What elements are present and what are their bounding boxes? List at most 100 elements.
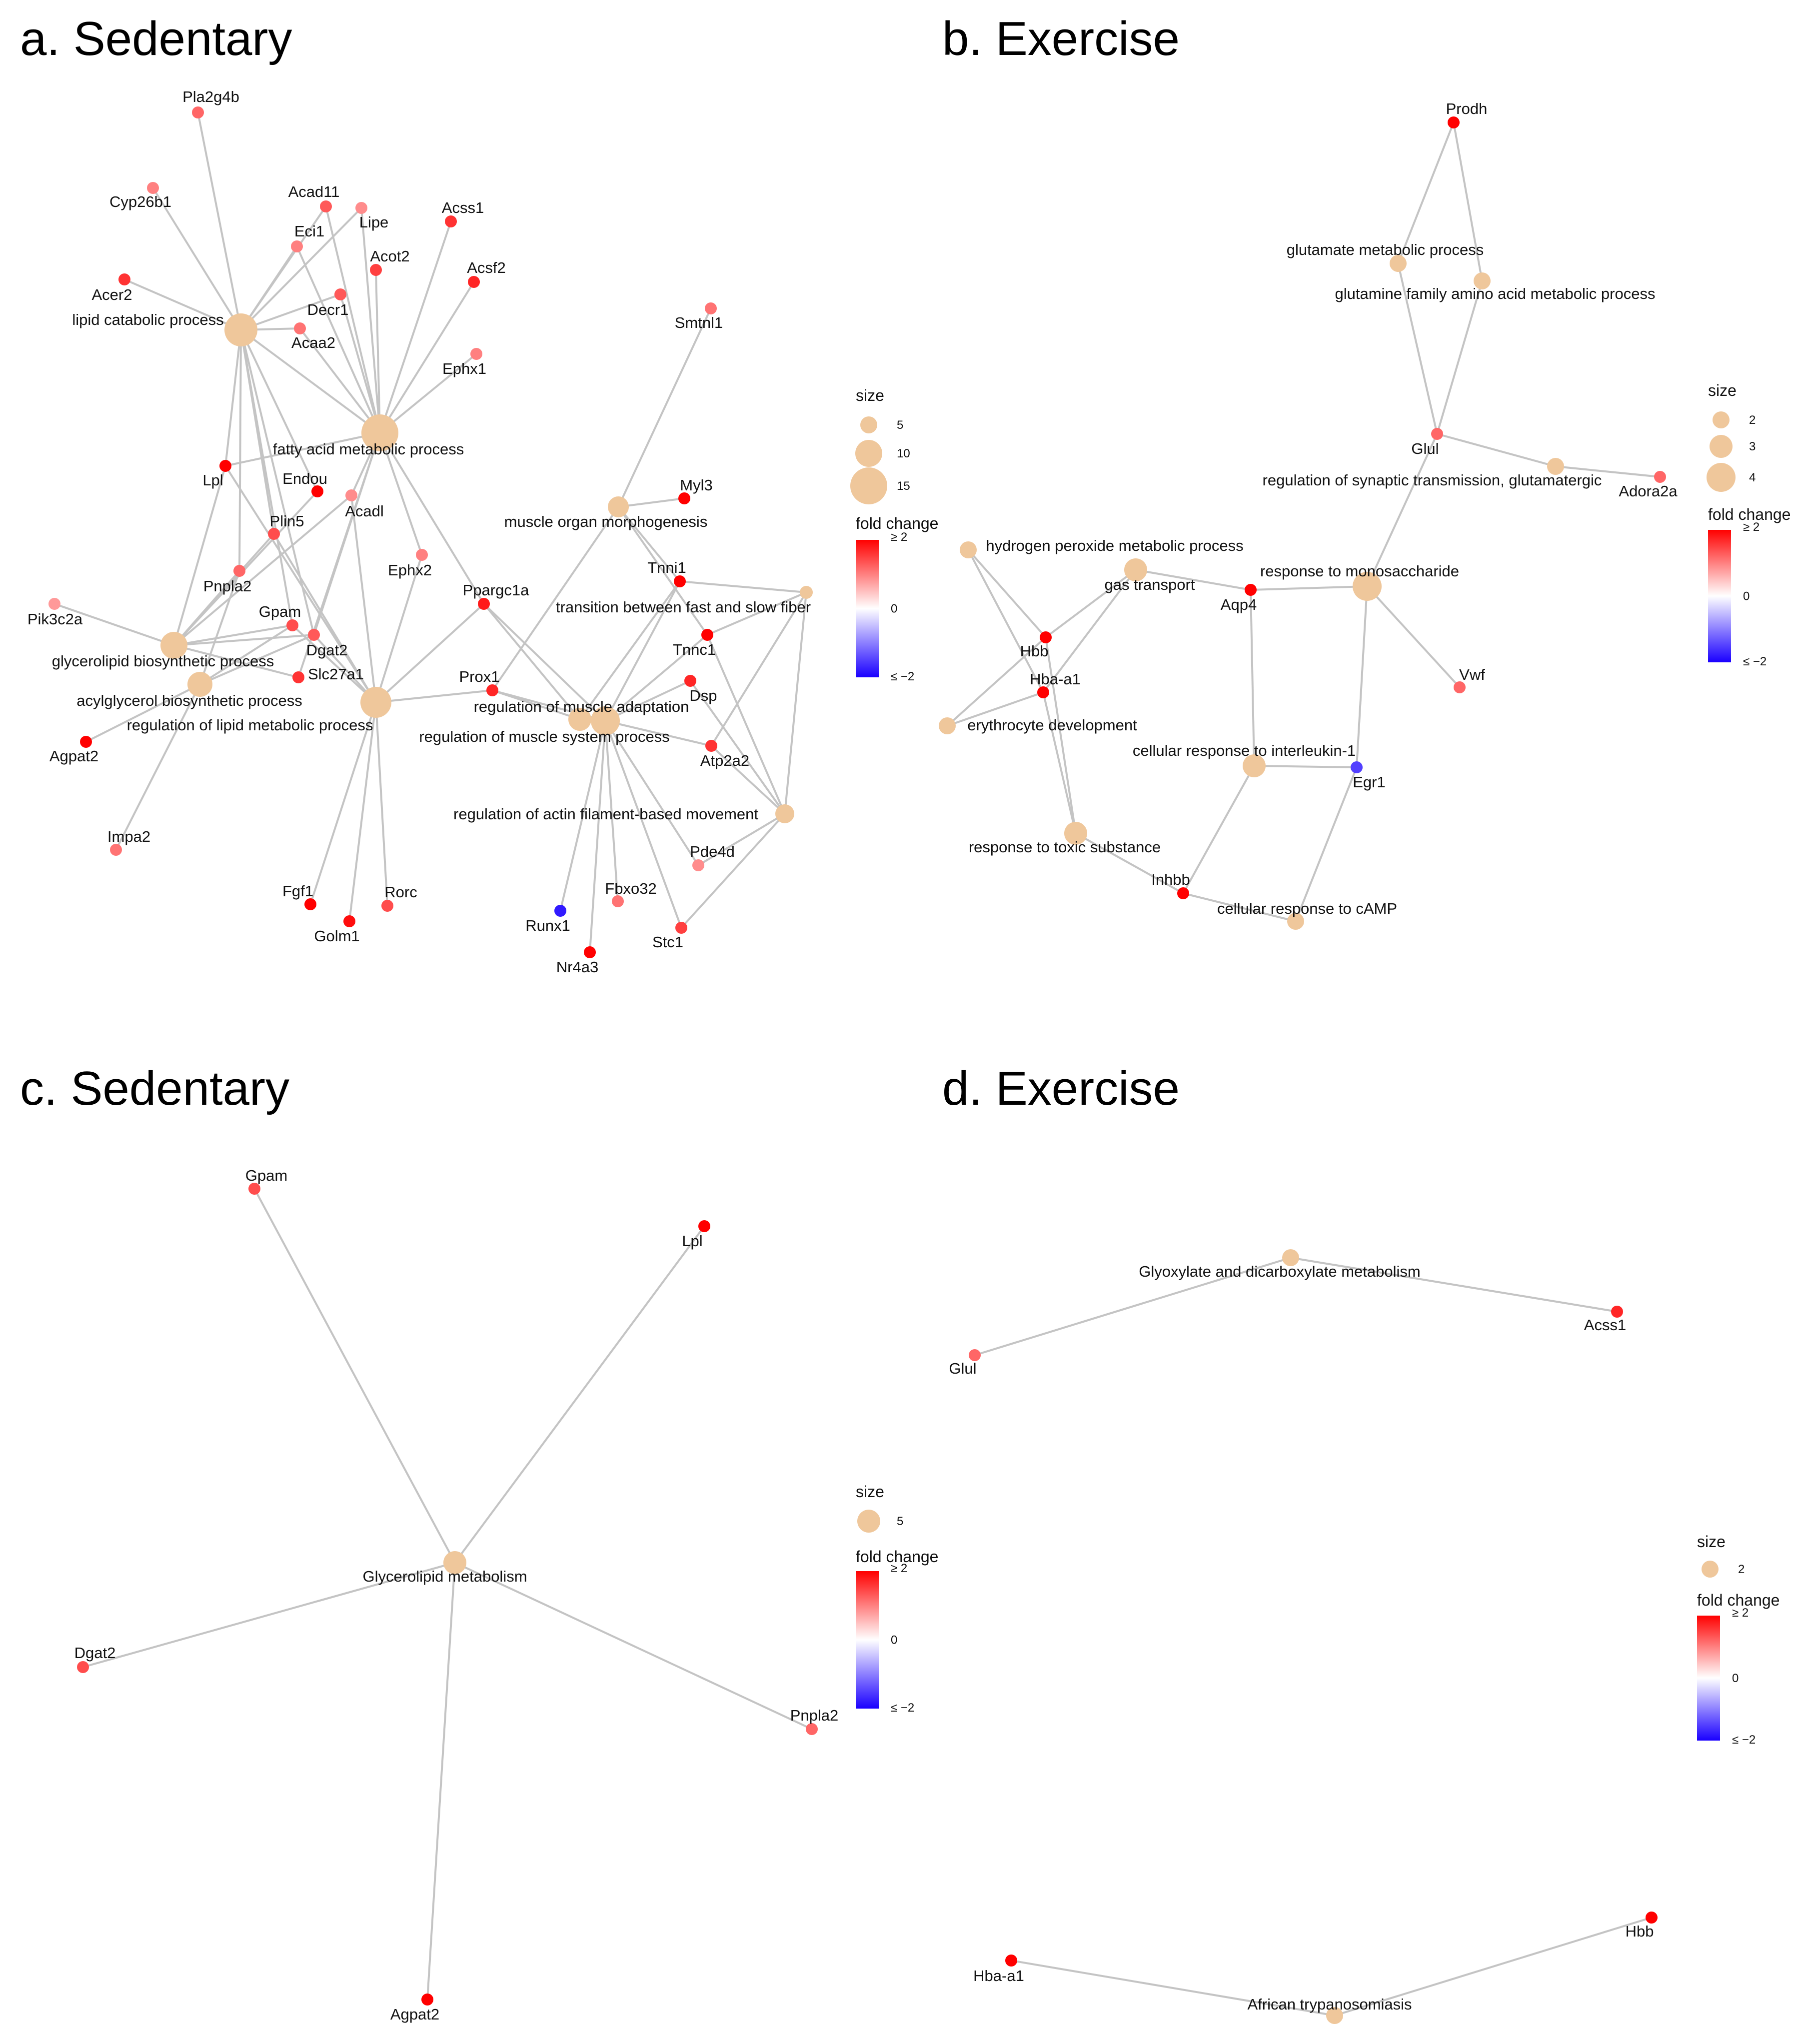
edge-hpm-hbb — [967, 549, 1047, 638]
edge-famp-acad11 — [325, 206, 381, 433]
gene-label-dsp: Dsp — [689, 687, 717, 704]
gene-label-pla2g4b: Pla2g4b — [182, 88, 239, 105]
edge-gfap-glul — [1436, 280, 1483, 434]
edge-famp-ppargc1a — [379, 432, 485, 605]
gene-node-ephx2 — [416, 549, 428, 561]
edge-crc-egr1 — [1295, 767, 1358, 922]
term-label-hpm: hydrogen peroxide metabolic process — [986, 537, 1243, 554]
edge-gas-hbb — [1045, 569, 1137, 638]
legend-size-label: 4 — [1749, 471, 1756, 484]
gene-node-atp2a2 — [705, 740, 717, 752]
gene-label-pnpla2: Pnpla2 — [790, 1707, 839, 1724]
gene-node-inhbb — [1177, 887, 1189, 899]
gene-node-pde4d — [692, 859, 704, 871]
gene-label-runx1: Runx1 — [525, 917, 570, 934]
term-node-hpm — [960, 541, 977, 558]
term-label-ery: erythrocyte development — [967, 716, 1137, 734]
gene-label-egr1: Egr1 — [1353, 773, 1385, 791]
gene-label-fbxo32: Fbxo32 — [605, 880, 656, 897]
edge-rms-aqp4 — [1250, 585, 1368, 591]
term-label-famp: fatty acid metabolic process — [273, 440, 464, 458]
gene-node-cyp26b1 — [147, 182, 159, 194]
edge-rlmp-golm1 — [348, 702, 377, 922]
gene-node-gpam — [286, 619, 298, 631]
gene-node-tnni1 — [674, 575, 686, 587]
edge-lcp-famp — [240, 329, 381, 434]
legend-fold-change-tick: ≤ −2 — [891, 670, 914, 683]
term-label-gdm: Glyoxylate and dicarboxylate metabolism — [1139, 1263, 1420, 1280]
edge-abp-pnpla2 — [199, 570, 240, 685]
legend-fold-change-colorbar — [856, 1571, 879, 1709]
gene-label-pik3c2a: Pik3c2a — [27, 610, 83, 628]
edge-lcp-cyp26b1 — [152, 187, 242, 331]
legend-fold-change-title: fold change — [856, 514, 938, 532]
legend-fold-change-title: fold change — [1697, 1591, 1780, 1609]
legend-size-label: 2 — [1738, 1563, 1745, 1576]
gene-label-acsf2: Acsf2 — [467, 259, 506, 276]
gene-label-glul: Glul — [1411, 440, 1439, 457]
gene-node-hba-a1 — [1037, 686, 1049, 698]
gene-label-acad11: Acad11 — [288, 183, 340, 200]
edge-lcp-gpam — [240, 329, 293, 626]
edge-cri-egr1 — [1254, 765, 1357, 768]
legend-fold-change-tick: 0 — [1743, 590, 1750, 603]
edge-gdm-acss1 — [1290, 1257, 1618, 1313]
gene-node-impa2 — [110, 844, 122, 856]
edge-rma-tnni1 — [579, 580, 681, 720]
edge-cri-aqp4 — [1250, 589, 1255, 766]
edge-gmp-glul — [1397, 263, 1438, 434]
term-node-ery — [939, 717, 956, 734]
gene-node-eci1 — [291, 240, 303, 252]
edge-famp-decr1 — [339, 294, 381, 433]
term-node-rafm — [775, 804, 794, 823]
legend-size-swatch — [1710, 435, 1733, 458]
gene-node-gpam — [248, 1183, 260, 1195]
legend-fold-change-colorbar — [1697, 1616, 1720, 1741]
gene-label-hba-a1: Hba-a1 — [973, 1967, 1024, 1985]
edge-lcp-lpl — [224, 329, 242, 466]
edge-famp-eci1 — [296, 246, 381, 433]
term-label-gfap: glutamine family amino acid metabolic pr… — [1335, 285, 1656, 302]
edge-rafm-dsp — [689, 680, 786, 815]
gene-node-vwf — [1454, 681, 1466, 693]
edge-gdm-glul — [974, 1257, 1291, 1356]
gene-label-decr1: Decr1 — [307, 301, 349, 318]
edge-lcp-lipe — [240, 207, 362, 331]
edge-rts-inhbb — [1075, 832, 1184, 894]
legend-fold-change-colorbar — [856, 540, 879, 677]
term-label-rlmp: regulation of lipid metabolic process — [127, 716, 373, 734]
term-node-rts — [1064, 822, 1087, 845]
term-node-rst — [1547, 458, 1564, 475]
legend-size-label: 15 — [897, 479, 910, 493]
term-label-rst: regulation of synaptic transmission, glu… — [1263, 471, 1602, 489]
gene-node-glul — [969, 1349, 981, 1361]
edge-rmsp-runx1 — [559, 720, 606, 911]
legend-fold-change-title: fold change — [856, 1548, 938, 1566]
edge-rmsp-tnni1 — [604, 581, 681, 721]
edge-rma-ppargc1a — [483, 603, 581, 720]
gene-label-gpam: Gpam — [259, 603, 301, 620]
gene-node-egr1 — [1351, 761, 1363, 773]
legend-size-title: size — [1697, 1533, 1726, 1551]
edge-lcp-pla2g4b — [197, 112, 242, 330]
gene-node-adora2a — [1654, 471, 1666, 483]
gene-label-pnpla2: Pnpla2 — [203, 577, 252, 595]
gene-label-fgf1: Fgf1 — [282, 882, 313, 900]
gene-node-ppargc1a — [478, 598, 490, 610]
gene-node-smtnl1 — [705, 302, 717, 314]
edge-glm-pnpla2 — [454, 1562, 812, 1730]
legend-fold-change-tick: 0 — [891, 602, 897, 616]
legend-size-swatch — [1707, 463, 1736, 492]
gene-node-lpl — [698, 1220, 710, 1232]
edge-gas-hba-a1 — [1042, 569, 1137, 693]
edge-rafm-pde4d — [697, 813, 786, 866]
term-label-atr: African trypanosomiasis — [1247, 1996, 1412, 2013]
gene-label-slc27a1: Slc27a1 — [308, 665, 364, 683]
legend-size-title: size — [856, 386, 884, 404]
gene-node-pik3c2a — [48, 598, 60, 610]
edge-glm-lpl — [454, 1225, 705, 1564]
